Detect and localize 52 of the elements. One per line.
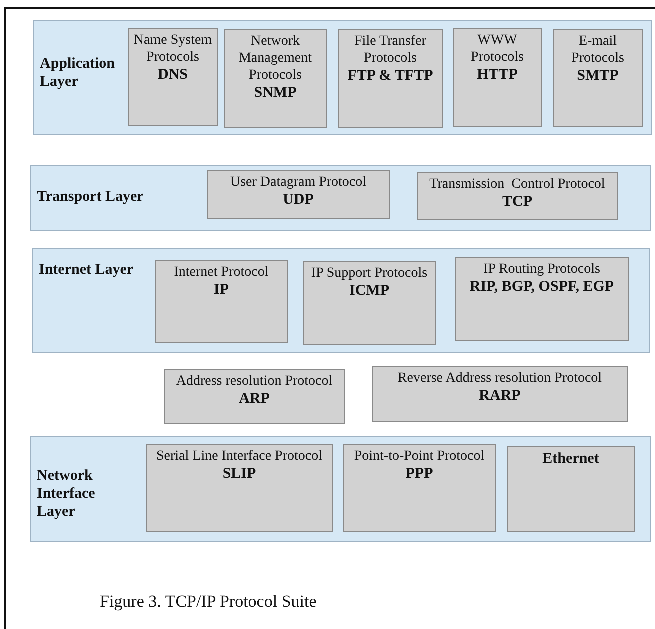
protocol-acronym: ICMP [350,282,390,301]
figure-caption: Figure 3. TCP/IP Protocol Suite [100,592,317,612]
protocol-box [164,369,345,424]
protocol-acronym: SMTP [577,67,619,86]
protocol-acronym: HTTP [477,66,518,85]
protocol-acronym: RARP [479,387,521,406]
protocol-box [372,366,628,422]
protocol-box [343,444,496,532]
layer-heading: Application Layer [40,55,116,91]
protocol-box [146,444,333,532]
protocol-name: E-mail Protocols [570,33,626,67]
protocol-box [207,170,390,219]
layer-heading: Transport Layer [37,188,145,206]
protocol-name: Address resolution Protocol [176,373,333,390]
layer-band [30,436,651,542]
protocol-box [455,257,629,341]
protocol-name: Name System Protocols [132,32,214,66]
layer-band [32,248,650,353]
layer-band [33,20,652,135]
protocol-name: Reverse Address resolution Protocol [398,370,602,387]
protocol-acronym: ARP [239,390,270,409]
protocol-box [155,260,288,343]
protocol-name: Transmission Control Protocol [430,176,606,193]
protocol-acronym: RIP, BGP, OSPF, EGP [470,278,614,297]
protocol-box [224,29,327,128]
protocol-name: IP Support Protocols [311,265,428,282]
protocol-box [128,28,218,126]
protocol-acronym: FTP & TFTP [348,67,434,86]
protocol-acronym: Ethernet [542,450,600,469]
protocol-box [507,446,635,532]
protocol-name: Internet Protocol [174,264,269,281]
protocol-name: Serial Line Interface Protocol [156,448,322,465]
protocol-box [303,261,436,345]
protocol-name: File Transfer Protocols [354,33,428,67]
protocol-acronym: SLIP [222,465,256,484]
protocol-acronym: SNMP [254,84,297,103]
layer-heading: Network Interface Layer [37,467,96,521]
protocol-box [417,172,618,220]
protocol-acronym: PPP [406,465,434,484]
protocol-name: Network Management Protocols [238,33,314,84]
protocol-name: WWW Protocols [470,32,525,66]
protocol-acronym: TCP [502,193,532,212]
layer-band [30,165,651,231]
protocol-acronym: IP [214,281,229,300]
protocol-name: Point-to-Point Protocol [354,448,485,465]
protocol-box [453,28,542,127]
protocol-box [553,29,643,127]
protocol-acronym: DNS [158,66,188,85]
protocol-name: User Datagram Protocol [230,174,367,191]
protocol-box [338,29,443,128]
protocol-acronym: UDP [283,191,314,210]
protocol-name: IP Routing Protocols [484,261,600,278]
